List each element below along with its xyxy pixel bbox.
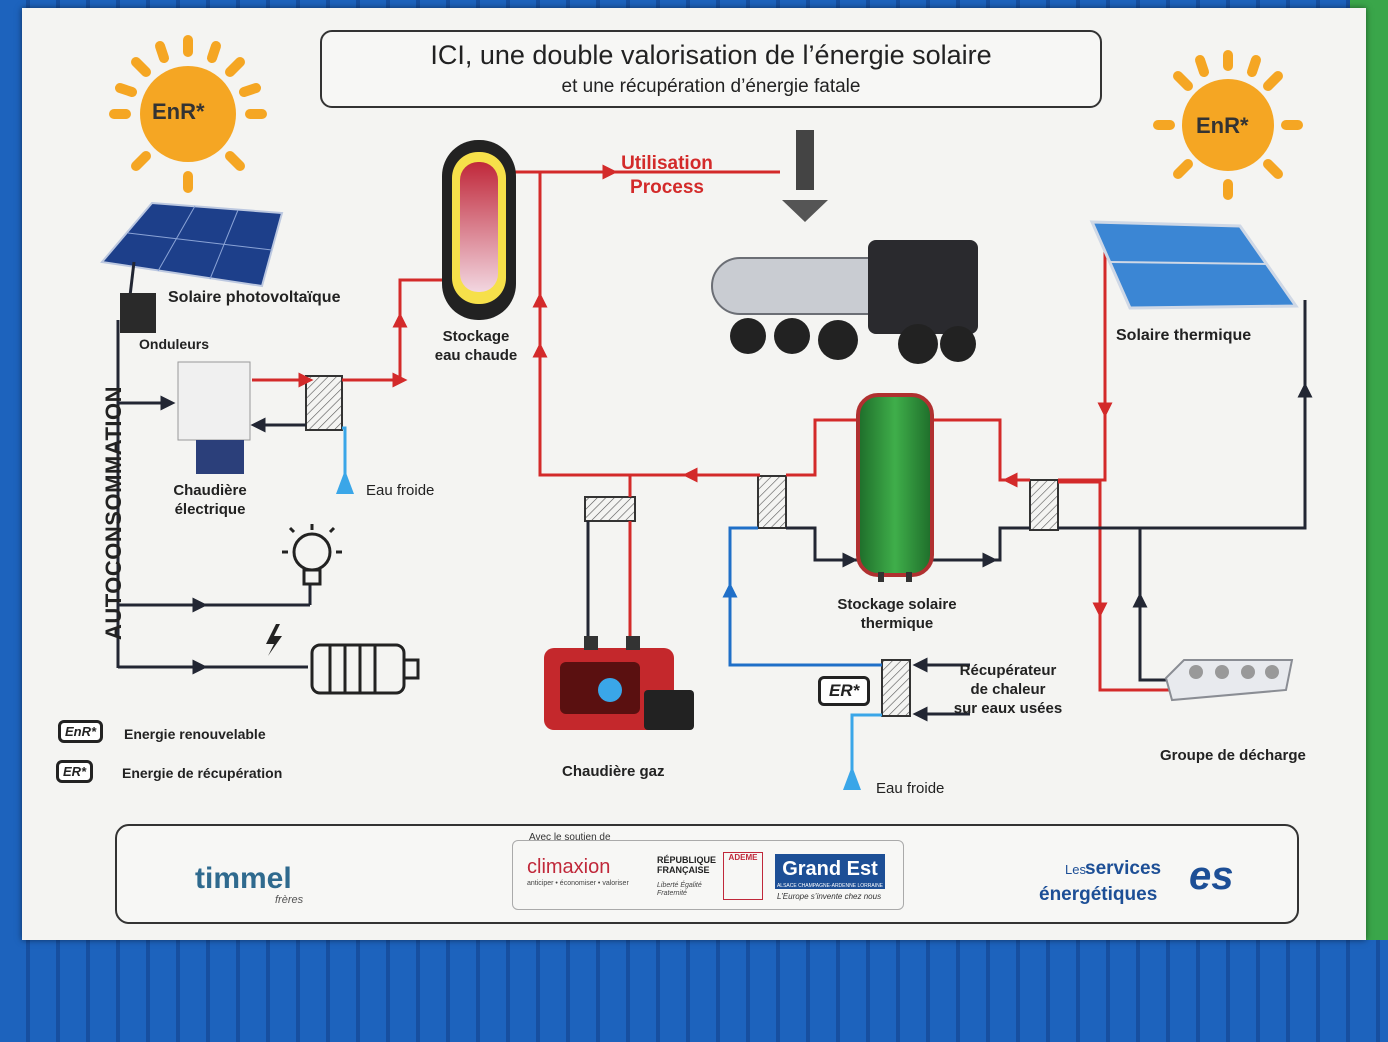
cold-inlet-arrow: [843, 766, 861, 790]
es-les: Les: [1065, 862, 1086, 877]
label-stockage-line2: eau chaude: [434, 346, 518, 364]
label-recuperateur: Récupérateur de chaleur sur eaux usées: [948, 662, 1068, 718]
cold-inlet-arrow: [336, 470, 354, 494]
pv-panel-icon: [100, 201, 284, 297]
tanker-truck-icon: [711, 240, 978, 364]
electric-motor-icon: [310, 643, 420, 695]
sponsor-footer: timmel frères Avec le soutien de climaxi…: [115, 824, 1299, 924]
republique-devise: Liberté Égalité Fraternité: [657, 882, 702, 897]
autoconsommation-lines: [116, 320, 312, 675]
label-recuperateur-line3: sur eaux usées: [953, 699, 1063, 717]
legend-er-text: Energie de récupération: [122, 765, 283, 781]
lightbulb-icon: [282, 524, 342, 586]
label-process: Process: [630, 176, 704, 198]
legend-enr-text: Energie renouvelable: [124, 726, 266, 742]
dry-cooler-icon: [1164, 659, 1294, 702]
republique-logo: RÉPUBLIQUE FRANÇAISE: [657, 855, 717, 875]
title-line-1: ICI, une double valorisation de l’énergi…: [430, 40, 992, 70]
label-onduleurs: Onduleurs: [139, 336, 210, 352]
title-line-2: et une récupération d’énergie fatale: [561, 76, 861, 97]
enr-badge-left: EnR*: [152, 99, 205, 124]
soutien-label: Avec le soutien de: [529, 832, 611, 843]
gas-boiler-icon: [544, 636, 694, 730]
er-badge-diagram: ER*: [818, 676, 871, 706]
label-utilisation: Utilisation: [621, 153, 713, 174]
sun-icon-left: [109, 35, 267, 193]
legend-er-badge: ER*: [56, 760, 94, 783]
label-stockage-eau-chaude: Stockage eau chaude: [426, 328, 526, 366]
sponsors-box: [512, 840, 904, 910]
es-services: services: [1085, 858, 1162, 879]
electric-boiler-icon: [177, 361, 251, 474]
grandest-slogan: L’Europe s’invente chez nous: [777, 892, 882, 901]
hot-water-lines: [252, 164, 1170, 692]
solar-storage-tank-icon: [856, 393, 934, 582]
label-stockage-line1: Stockage: [442, 328, 510, 345]
label-recuperateur-line2: de chaleur: [970, 680, 1046, 698]
label-utilisation-process: Utilisation Process: [606, 152, 728, 200]
label-eau-froide-1: Eau froide: [366, 482, 435, 499]
sun-icon-right: [1153, 50, 1303, 200]
mixer-icon: [782, 130, 828, 222]
title-box: ICI, une double valorisation de l’énergi…: [320, 30, 1102, 108]
label-autoconsommation: AUTOCONSOMMATION: [101, 385, 126, 641]
legend-enr-badge: EnR*: [58, 720, 104, 743]
label-recuperateur-line1: Récupérateur: [959, 662, 1057, 679]
timmel-subtitle: frères: [275, 894, 304, 906]
label-pv: Solaire photovoltaïque: [168, 289, 341, 306]
climaxion-logo: climaxion: [527, 856, 611, 878]
es-energetiques: énergétiques: [1039, 884, 1158, 905]
es-logo: es: [1189, 854, 1234, 898]
solar-thermal-panel-icon: [1089, 220, 1299, 310]
label-groupe-decharge: Groupe de décharge: [1160, 747, 1306, 764]
heat-exchanger-icon: [305, 375, 1059, 717]
inverter-icon: [120, 293, 156, 333]
lightning-icon: [266, 624, 282, 656]
label-chaudiere-electrique-line2: électrique: [174, 500, 246, 518]
label-chaudiere-gaz: Chaudière gaz: [562, 763, 665, 780]
timmel-logo: timmel: [195, 862, 292, 895]
enr-badge-right: EnR*: [1196, 113, 1249, 138]
label-eau-froide-2: Eau froide: [876, 780, 945, 797]
label-chaudiere-electrique: Chaudière électrique: [160, 482, 260, 520]
label-stockage-solaire-line2: thermique: [860, 614, 934, 632]
cold-inlet-lines: [342, 426, 882, 780]
climaxion-tagline: anticiper • économiser • valoriser: [527, 880, 629, 887]
label-stockage-solaire-line1: Stockage solaire: [837, 596, 957, 613]
cold-water-lines: [722, 526, 882, 667]
ademe-logo: ADEME: [723, 852, 763, 900]
label-chaudiere-electrique-line1: Chaudière: [173, 482, 247, 499]
label-solaire-thermique: Solaire thermique: [1116, 327, 1252, 344]
grandest-subtitle: ALSACE CHAMPAGNE-ARDENNE LORRAINE: [775, 883, 885, 889]
return-lines: [250, 300, 1313, 722]
label-stockage-solaire: Stockage solaire thermique: [832, 596, 962, 634]
grandest-logo: Grand Est: [775, 854, 885, 884]
hot-water-tank-icon: [442, 140, 516, 320]
